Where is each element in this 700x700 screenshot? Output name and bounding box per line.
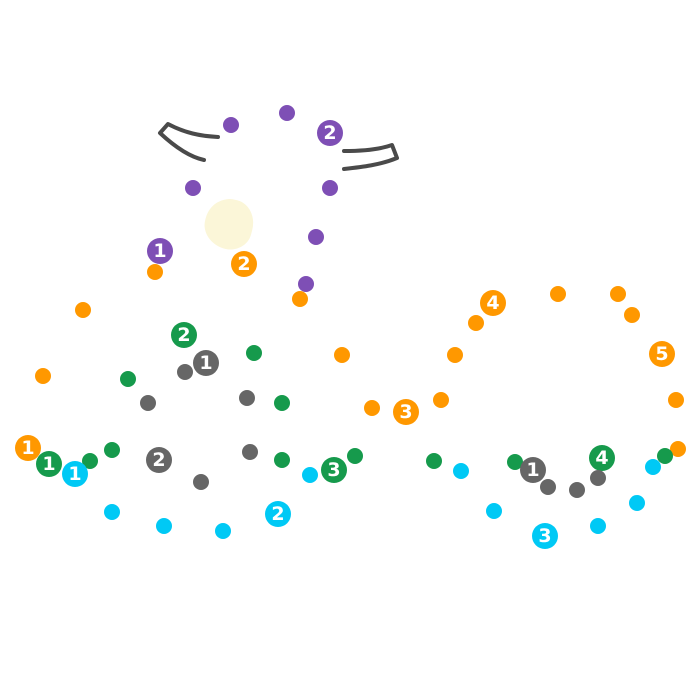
gray-dot[interactable] (177, 364, 193, 380)
gray-dot[interactable] (193, 474, 209, 490)
orange-dot[interactable] (147, 264, 163, 280)
orange-dot[interactable] (610, 286, 626, 302)
cyan-dot[interactable] (629, 495, 645, 511)
green-dot[interactable] (274, 452, 290, 468)
green-dot[interactable] (507, 454, 523, 470)
purple-dot[interactable] (308, 229, 324, 245)
orange-dot[interactable] (433, 392, 449, 408)
purple-dot[interactable] (298, 276, 314, 292)
purple-start-marker[interactable]: 1 (147, 238, 173, 264)
green-dot[interactable] (347, 448, 363, 464)
cyan-dot[interactable] (453, 463, 469, 479)
orange-start-marker[interactable]: 2 (231, 251, 257, 277)
gray-dot[interactable] (140, 395, 156, 411)
purple-dot[interactable] (322, 180, 338, 196)
green-dot[interactable] (274, 395, 290, 411)
green-start-marker[interactable]: 4 (589, 445, 615, 471)
orange-dot[interactable] (668, 392, 684, 408)
orange-dot[interactable] (75, 302, 91, 318)
orange-dot[interactable] (670, 441, 686, 457)
green-dot[interactable] (426, 453, 442, 469)
purple-dot[interactable] (279, 105, 295, 121)
cyan-dot[interactable] (645, 459, 661, 475)
gray-dot[interactable] (590, 470, 606, 486)
green-start-marker[interactable]: 1 (36, 451, 62, 477)
cyan-dot[interactable] (486, 503, 502, 519)
left-horn-stroke (158, 122, 220, 162)
gray-start-marker[interactable]: 1 (193, 350, 219, 376)
cyan-dot[interactable] (590, 518, 606, 534)
orange-start-marker[interactable]: 5 (649, 341, 675, 367)
green-start-marker[interactable]: 3 (321, 457, 347, 483)
orange-dot[interactable] (364, 400, 380, 416)
cyan-dot[interactable] (156, 518, 172, 534)
cyan-start-marker[interactable]: 1 (62, 461, 88, 487)
cyan-start-marker[interactable]: 3 (532, 523, 558, 549)
orange-dot[interactable] (292, 291, 308, 307)
orange-dot[interactable] (35, 368, 51, 384)
orange-dot[interactable] (334, 347, 350, 363)
orange-start-marker[interactable]: 3 (393, 399, 419, 425)
gray-dot[interactable] (239, 390, 255, 406)
green-dot[interactable] (657, 448, 673, 464)
green-dot[interactable] (246, 345, 262, 361)
orange-dot[interactable] (447, 347, 463, 363)
orange-dot[interactable] (624, 307, 640, 323)
green-dot[interactable] (104, 442, 120, 458)
purple-start-marker[interactable]: 2 (317, 120, 343, 146)
orange-dot[interactable] (468, 315, 484, 331)
gray-start-marker[interactable]: 2 (146, 447, 172, 473)
cyan-dot[interactable] (302, 467, 318, 483)
green-start-marker[interactable]: 2 (171, 322, 197, 348)
purple-dot[interactable] (185, 180, 201, 196)
gray-start-marker[interactable]: 1 (520, 457, 546, 483)
cyan-dot[interactable] (104, 504, 120, 520)
orange-dot[interactable] (550, 286, 566, 302)
purple-dot[interactable] (223, 117, 239, 133)
cyan-start-marker[interactable]: 2 (265, 501, 291, 527)
cyan-dot[interactable] (215, 523, 231, 539)
gray-dot[interactable] (569, 482, 585, 498)
orange-start-marker[interactable]: 4 (480, 290, 506, 316)
green-dot[interactable] (82, 453, 98, 469)
gray-dot[interactable] (242, 444, 258, 460)
right-horn-stroke (342, 143, 399, 171)
gray-dot[interactable] (540, 479, 556, 495)
green-dot[interactable] (120, 371, 136, 387)
